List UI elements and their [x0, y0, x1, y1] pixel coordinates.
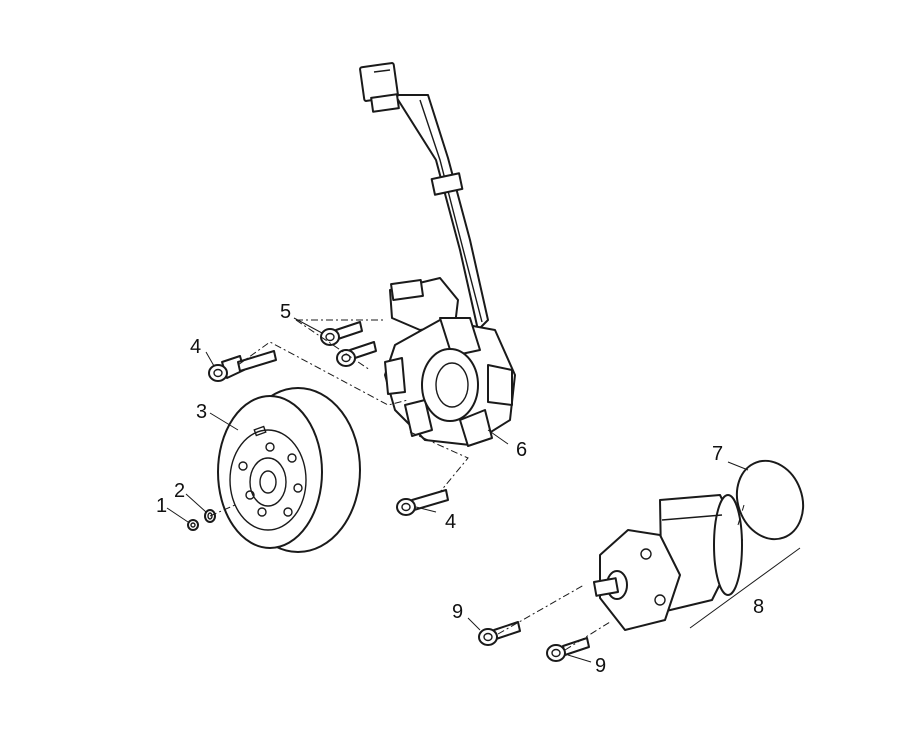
starter-motor — [592, 494, 743, 631]
callout-6: 6 — [516, 439, 527, 461]
bolt-part-9-lower — [546, 637, 590, 662]
callout-5: 5 — [280, 301, 291, 323]
callout-8: 8 — [753, 596, 764, 618]
callout-4-lower: 4 — [445, 511, 456, 533]
o-ring-part-7 — [735, 459, 805, 541]
bolt-part-4-lower — [396, 489, 449, 516]
callout-1: 1 — [156, 495, 167, 517]
bolt-part-4-upper — [208, 350, 277, 382]
stator — [384, 277, 516, 447]
leader-lines — [166, 317, 801, 663]
callout-2: 2 — [174, 480, 185, 502]
callout-9-upper: 9 — [452, 601, 463, 623]
flywheel-rotor — [217, 387, 361, 553]
screw-part-5-lower — [336, 341, 377, 367]
assembly-lines — [209, 319, 745, 651]
wire-connector — [359, 62, 400, 113]
callout-4-upper: 4 — [190, 336, 201, 358]
screw-part-5-upper — [320, 321, 363, 346]
wiring-harness — [394, 94, 489, 331]
bolt-part-9-upper — [478, 621, 521, 646]
callout-9-lower: 9 — [595, 655, 606, 677]
callout-7: 7 — [712, 443, 723, 465]
callout-labels: 1 2 3 4 4 5 6 7 8 9 9 — [156, 301, 764, 677]
nut-part-1 — [187, 519, 199, 531]
callout-3: 3 — [196, 401, 207, 423]
